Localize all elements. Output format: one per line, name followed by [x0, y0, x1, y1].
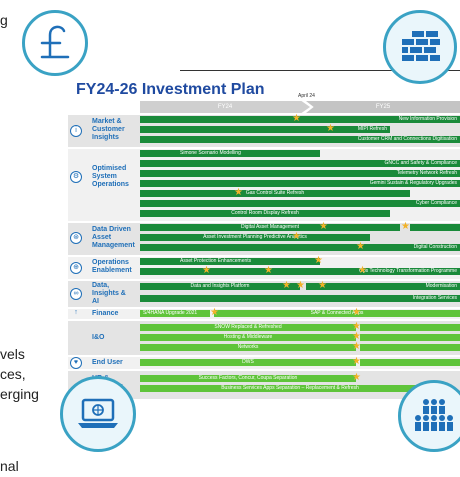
section-system-ops: ⚙ Optimised System Operations Simone Sce…: [68, 149, 460, 221]
section-end-user: ♥ End User DWS ★: [68, 357, 460, 369]
bar-control-room: Control Room Display Refresh: [140, 210, 390, 217]
background-text-fragment: g: [0, 12, 8, 28]
milestone-star: ★: [314, 255, 323, 266]
brick-wall-icon: [383, 10, 457, 84]
year-fy25: FY25: [306, 101, 460, 113]
bar-crm: Customer CRM and Connections Digitisatio…: [140, 136, 460, 143]
section-label: Data Driven Asset Management: [92, 226, 135, 249]
section-label: Finance: [92, 310, 119, 317]
section-label: Optimised System Operations: [92, 165, 129, 188]
link-icon: ∞: [70, 288, 82, 300]
timeline-marker-label: April 24: [298, 93, 315, 99]
bar-s4hana: S/4HANA Upgrade 2021: [140, 310, 210, 317]
shield-icon: ⊕: [70, 262, 82, 274]
bar-networks: Networks: [140, 344, 356, 351]
investment-gantt: April 24 FY24 FY25 i Market & Customer I…: [68, 93, 460, 403]
divider: [180, 70, 460, 71]
info-icon: i: [70, 125, 82, 137]
milestone-star: ★: [358, 265, 367, 276]
milestone-star: ★: [352, 341, 361, 352]
laptop-icon: [60, 376, 136, 452]
milestone-star: ★: [282, 280, 291, 291]
year-header: FY24 FY25: [140, 101, 460, 113]
bar-snow-2: [360, 324, 460, 331]
bar-mod: Modernisation: [306, 283, 460, 290]
bar-dws: DWS: [140, 359, 356, 366]
plan-title: FY24-26 Investment Plan: [76, 81, 265, 98]
background-text-fragment: erging: [0, 386, 39, 402]
section-label: I&O: [92, 334, 105, 341]
section-io: I&O SNOW Replaced & Refreshed Hosting & …: [68, 321, 460, 355]
milestone-star: ★: [264, 265, 273, 276]
section-ops-enablement: ⊕ Operations Enablement Asset Protection…: [68, 255, 460, 279]
milestone-star: ★: [401, 221, 410, 232]
section-hr-business: HR & Business Success Factors, Concur, C…: [68, 371, 460, 399]
section-data-insights: ∞ Data, Insights & AI Data and Insights …: [68, 281, 460, 307]
milestone-star: ★: [326, 123, 335, 134]
section-asset-management: ⊛ Data Driven Asset Management Digital A…: [68, 221, 460, 255]
bar-simone: Simone Scenario Modelling: [140, 150, 320, 157]
section-finance: ↑ Finance S/4HANA Upgrade 2021 SAP & Con…: [68, 307, 460, 319]
bar-networks-2: [360, 344, 460, 351]
milestone-star: ★: [292, 231, 301, 242]
milestone-star: ★: [352, 372, 361, 383]
milestone-star: ★: [292, 113, 301, 124]
bar-gemini: Gemini Sustain & Regulatory Upgrades: [140, 180, 460, 187]
bar-asset-protection: Asset Protection Enhancements: [140, 258, 320, 265]
milestone-star: ★: [319, 221, 328, 232]
bar-ops-tech: Ops Technology Transformation Programme: [140, 268, 460, 275]
bar-new-info: New Information Provision: [140, 116, 460, 123]
heart-icon: ♥: [70, 357, 82, 369]
bar-business-separation: Business Services Apps Separation – Repl…: [140, 385, 440, 392]
section-label: Market & Customer Insights: [92, 118, 125, 141]
bar-digital-construction: Digital Construction: [140, 244, 460, 251]
background-text-fragment: nal: [0, 458, 19, 474]
section-label: Data, Insights & AI: [92, 282, 126, 305]
milestone-star: ★: [352, 356, 361, 367]
milestone-star: ★: [202, 265, 211, 276]
section-market-customer: i Market & Customer Insights New Informa…: [68, 113, 460, 147]
people-group-icon: [398, 380, 460, 452]
bar-snow: SNOW Replaced & Refreshed: [140, 324, 356, 331]
bar-gncc: GNCC and Safety & Compliance: [140, 160, 460, 167]
arrow-up-icon: ↑: [74, 309, 78, 316]
milestone-star: ★: [352, 307, 361, 318]
bar-digital-asset: Digital Asset Management: [140, 224, 400, 231]
bar-digital-asset-2: [410, 224, 460, 231]
pound-icon: [22, 10, 88, 76]
bar-telemetry: Telemetry Network Refresh: [140, 170, 460, 177]
bar-mipi: MIPI Refresh: [140, 126, 390, 133]
bar-gas-control: Gas Control Suite Refresh: [140, 190, 410, 197]
gear-icon: ⚙: [70, 171, 82, 183]
bar-data-platform: Data and Insights Platform: [140, 283, 300, 290]
milestone-star: ★: [356, 241, 365, 252]
background-text-fragment: ces,: [0, 366, 26, 382]
section-label: End User: [92, 359, 123, 366]
background-text-fragment: vels: [0, 346, 25, 362]
bar-success-factors: Success Factors, Concur, Coupa Separatio…: [140, 375, 356, 382]
milestone-star: ★: [318, 280, 327, 291]
milestone-star: ★: [352, 331, 361, 342]
bar-integration: Integration Services: [140, 295, 460, 302]
year-fy24: FY24: [140, 101, 310, 113]
bar-dws-2: [360, 359, 460, 366]
milestone-star: ★: [234, 187, 243, 198]
bar-asset-planning: Asset Investment Planning Predictive Ana…: [140, 234, 370, 241]
bar-hosting: Hosting & Middleware: [140, 334, 356, 341]
bar-cyber: Cyber Compliance: [140, 200, 460, 207]
milestone-star: ★: [296, 280, 305, 291]
milestone-star: ★: [210, 307, 219, 318]
bar-sap: SAP & Connected Apps: [214, 310, 460, 317]
section-label: Operations Enablement: [92, 259, 132, 274]
bar-hosting-2: [360, 334, 460, 341]
network-icon: ⊛: [70, 232, 82, 244]
milestone-star: ★: [352, 321, 361, 332]
